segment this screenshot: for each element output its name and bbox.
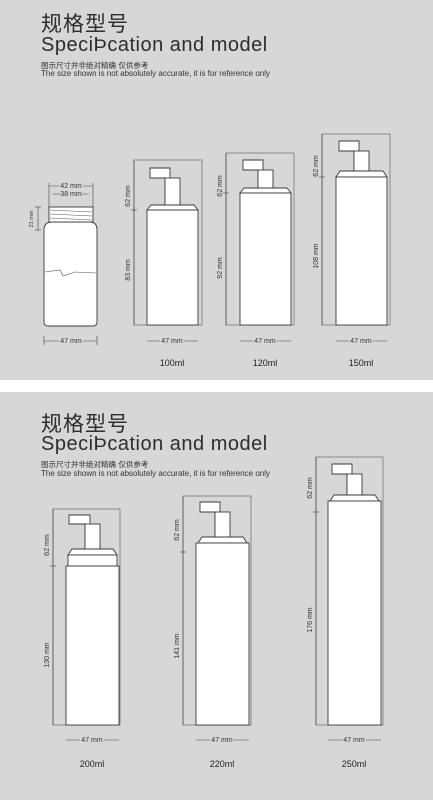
body-height-dimension: 141 mm (174, 633, 181, 658)
neck-height-dimension: 21 mm (29, 210, 35, 227)
note-english: The size shown is not absolutely accurat… (41, 469, 270, 478)
neck-outer-dimension: 42 mm (60, 183, 82, 190)
body-height-dimension: 108 mm (313, 243, 320, 268)
bottle-100ml (131, 159, 203, 342)
pump-height-dimension: 62 mm (307, 477, 314, 499)
bottle-width-dimension: 47 mm (343, 737, 365, 744)
bottle-200ml (50, 508, 121, 741)
bottle-width-dimension: 47 mm (60, 338, 82, 345)
body-height-dimension: 92 mm (217, 257, 224, 279)
bottle-drawings-top: 42 mm 38 mm 21 mm 47 mm 62 mm 83 mm 47 m… (29, 133, 391, 368)
note-chinese: 图示尺寸并非绝对精确 仅供参考 (41, 460, 149, 469)
note-english: The size shown is not absolutely accurat… (41, 69, 270, 78)
capacity-label: 120ml (253, 358, 278, 368)
pump-height-dimension: 62 mm (217, 175, 224, 197)
bottle-220ml (180, 495, 252, 741)
bottle-250ml (313, 456, 384, 741)
title-chinese: 规格型号 (41, 12, 129, 36)
bottle-120ml (223, 152, 295, 342)
bottle-width-dimension: 47 mm (211, 737, 233, 744)
capacity-label: 100ml (160, 358, 185, 368)
pump-height-dimension: 62 mm (174, 519, 181, 541)
bottle-width-dimension: 47 mm (254, 338, 276, 345)
title-english: SpeciÞcation and model (41, 433, 268, 455)
capacity-label: 150ml (349, 358, 374, 368)
body-height-dimension: 130 mm (44, 642, 51, 667)
title-english: SpeciÞcation and model (41, 34, 268, 56)
body-height-dimension: 83 mm (125, 259, 132, 281)
pump-height-dimension: 62 mm (44, 534, 51, 556)
title-chinese: 规格型号 (41, 412, 129, 436)
body-height-dimension: 176 mm (307, 607, 314, 632)
bottle-width-dimension: 47 mm (81, 737, 103, 744)
spec-panel-bottom: 规格型号 SpeciÞcation and model 图示尺寸并非绝对精确 仅… (0, 392, 433, 800)
capacity-label: 200ml (80, 759, 105, 769)
bottle-body-only (35, 183, 98, 345)
bottle-drawings-bottom: 62 mm 130 mm 47 mm 200ml 62 mm 141 mm 47… (44, 456, 384, 769)
pump-height-dimension: 62 mm (125, 185, 132, 207)
bottle-width-dimension: 47 mm (350, 338, 372, 345)
bottle-150ml (319, 133, 391, 342)
capacity-label: 250ml (342, 759, 367, 769)
bottle-width-dimension: 47 mm (161, 338, 183, 345)
neck-inner-dimension: 38 mm (60, 191, 82, 198)
spec-panel-top: 规格型号 SpeciÞcation and model 图示尺寸并非绝对精确 仅… (0, 0, 433, 380)
pump-height-dimension: 62 mm (313, 155, 320, 177)
note-chinese: 图示尺寸并非绝对精确 仅供参考 (41, 61, 149, 70)
capacity-label: 220ml (210, 759, 235, 769)
